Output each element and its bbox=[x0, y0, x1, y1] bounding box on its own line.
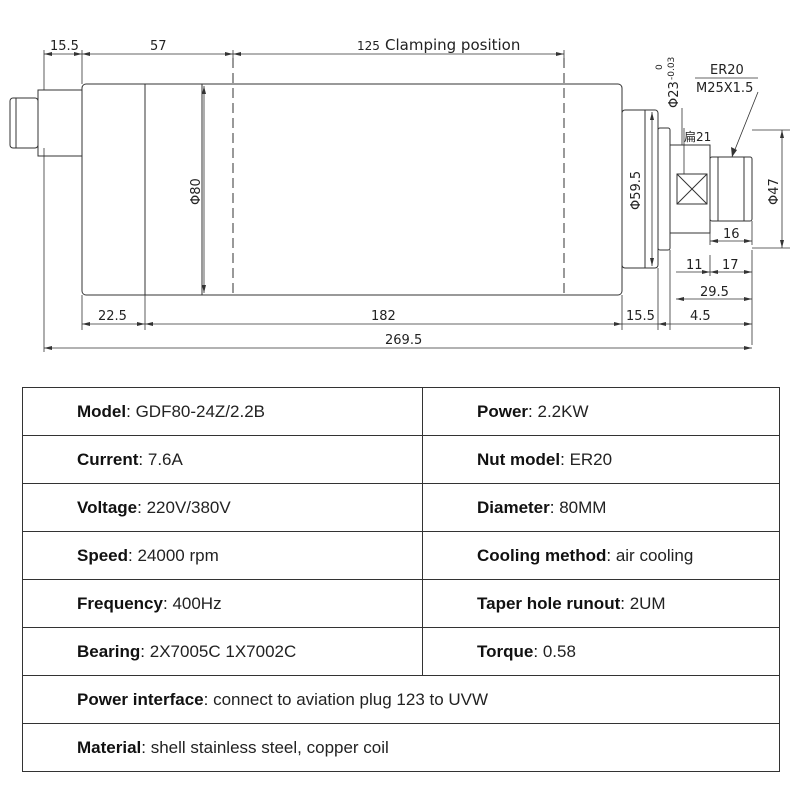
flat-21-label: 扁21 bbox=[684, 130, 711, 144]
spec-cell: Material: shell stainless steel, copper … bbox=[22, 723, 780, 772]
spec-cell: Taper hole runout: 2UM bbox=[422, 579, 780, 628]
spec-value: ER20 bbox=[569, 449, 613, 469]
dim-4-5: 4.5 bbox=[690, 309, 711, 324]
spec-label: Power interface bbox=[77, 689, 204, 709]
spec-row: Material: shell stainless steel, copper … bbox=[22, 723, 780, 772]
spindle-dimension-drawing: 15.5 57 125 Clamping position Φ23 0 -0.0… bbox=[9, 36, 790, 352]
spec-label: Diameter bbox=[477, 497, 550, 517]
clamping-position-label: Clamping position bbox=[385, 36, 520, 54]
spec-value: 2UM bbox=[629, 593, 666, 613]
spec-label: Frequency bbox=[77, 593, 163, 613]
dim-57: 57 bbox=[150, 39, 167, 54]
dim-125: 125 bbox=[357, 39, 380, 53]
er20-nut bbox=[709, 156, 753, 222]
spec-cell: Nut model: ER20 bbox=[422, 435, 780, 484]
dim-phi23-tol-lower: -0.03 bbox=[667, 57, 677, 80]
spindle-body bbox=[81, 83, 623, 296]
dim-phi47: Φ47 bbox=[767, 178, 782, 205]
spec-value: 80MM bbox=[559, 497, 607, 517]
spec-cell: Current: 7.6A bbox=[22, 435, 423, 484]
dim-11: 11 bbox=[686, 258, 703, 273]
dim-269-5: 269.5 bbox=[385, 333, 422, 348]
spec-label: Material bbox=[77, 737, 142, 757]
spec-cell: Voltage: 220V/380V bbox=[22, 483, 423, 532]
dim-phi23-tol-upper: 0 bbox=[655, 64, 665, 70]
dim-16: 16 bbox=[723, 227, 740, 242]
spec-value: connect to aviation plug 123 to UVW bbox=[213, 689, 489, 709]
flat-21 bbox=[676, 173, 708, 205]
spec-label: Speed bbox=[77, 545, 129, 565]
dim-17: 17 bbox=[722, 258, 739, 273]
spec-cell: Speed: 24000 rpm bbox=[22, 531, 423, 580]
spec-value: 7.6A bbox=[147, 449, 183, 469]
spec-label: Taper hole runout bbox=[477, 593, 621, 613]
spec-label: Current bbox=[77, 449, 139, 469]
spec-cell: Bearing: 2X7005C 1X7002C bbox=[22, 627, 423, 676]
dim-15-5-bottom: 15.5 bbox=[626, 309, 655, 324]
spec-cell: Power interface: connect to aviation plu… bbox=[22, 675, 780, 724]
spec-cell: Power: 2.2KW bbox=[422, 387, 780, 436]
dim-phi80: Φ80 bbox=[189, 178, 204, 205]
thread-m25-label: M25X1.5 bbox=[696, 81, 753, 96]
spec-value: 2X7005C 1X7002C bbox=[149, 641, 297, 661]
shaft bbox=[669, 144, 711, 234]
spec-cell: Torque: 0.58 bbox=[422, 627, 780, 676]
spec-label: Bearing bbox=[77, 641, 141, 661]
spec-value: air cooling bbox=[615, 545, 694, 565]
spec-label: Cooling method bbox=[477, 545, 607, 565]
spec-label: Nut model bbox=[477, 449, 561, 469]
spec-row: Power interface: connect to aviation plu… bbox=[22, 675, 780, 724]
spec-value: GDF80-24Z/2.2B bbox=[135, 401, 266, 421]
dim-29-5: 29.5 bbox=[700, 285, 729, 300]
spec-value: 0.58 bbox=[542, 641, 576, 661]
spec-cell: Frequency: 400Hz bbox=[22, 579, 423, 628]
nut-er20-label: ER20 bbox=[710, 63, 744, 78]
spec-cell: Cooling method: air cooling bbox=[422, 531, 780, 580]
spec-label: Voltage bbox=[77, 497, 138, 517]
spec-label: Power bbox=[477, 401, 529, 421]
spec-cell: Model: GDF80-24Z/2.2B bbox=[22, 387, 423, 436]
spec-label: Model bbox=[77, 401, 127, 421]
dim-phi59-5: Φ59.5 bbox=[629, 171, 644, 210]
spec-label: Torque bbox=[477, 641, 534, 661]
dim-phi23: Φ23 bbox=[667, 81, 682, 108]
connector-plug bbox=[9, 97, 39, 149]
spec-cell: Diameter: 80MM bbox=[422, 483, 780, 532]
spec-value: 220V/380V bbox=[146, 497, 231, 517]
dim-182: 182 bbox=[371, 309, 396, 324]
spec-value: 2.2KW bbox=[537, 401, 589, 421]
connector-neck bbox=[37, 89, 83, 157]
dim-22-5: 22.5 bbox=[98, 309, 127, 324]
dim-15-5-top: 15.5 bbox=[50, 39, 79, 54]
spec-value: shell stainless steel, copper coil bbox=[150, 737, 389, 757]
spec-value: 400Hz bbox=[172, 593, 222, 613]
spec-value: 24000 rpm bbox=[137, 545, 219, 565]
